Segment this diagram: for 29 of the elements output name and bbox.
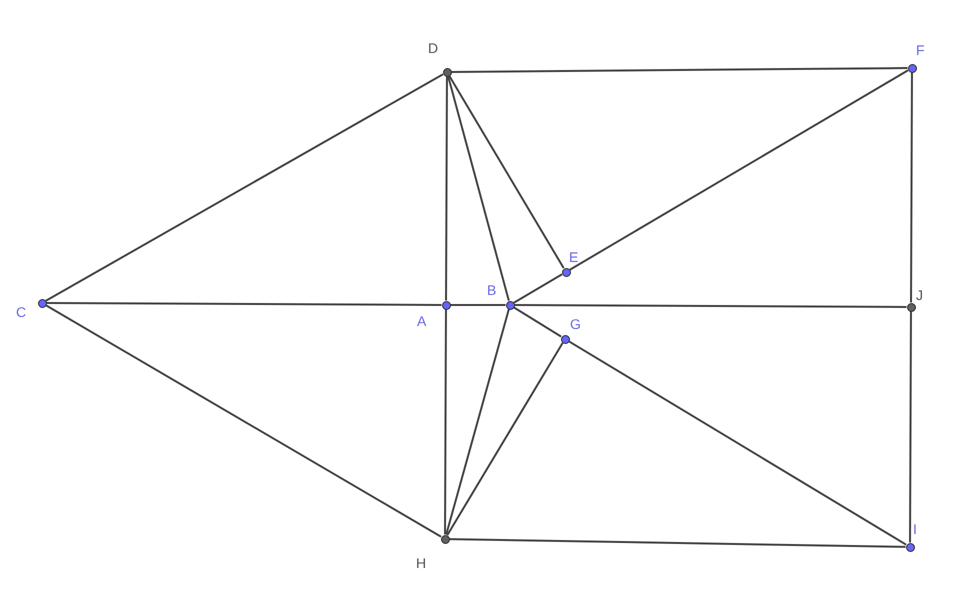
point-label: I [913,521,917,537]
point-label: E [569,249,578,265]
line-segment [445,76,448,300]
line-segment [450,304,506,306]
line-segment [45,304,442,538]
line-segment [452,67,908,73]
line-segment [513,306,562,338]
point-label: J [916,287,923,303]
point-label: F [916,42,925,58]
point-label: G [570,316,581,332]
line-segment [449,538,906,548]
line-segment [445,309,510,535]
line-segment [446,342,564,536]
line-segment [909,312,912,542]
line-segment [444,310,447,534]
line-segment [46,302,442,306]
point-label: B [487,282,496,298]
line-segment [568,340,907,546]
point-label: H [416,555,426,571]
point-label: C [16,304,26,320]
line-segment [514,304,906,308]
line-segment [45,73,444,302]
line-segment [447,76,510,301]
point-label: D [428,40,438,56]
line-segment [513,273,563,304]
line-segment [910,72,913,302]
line-segment [569,69,909,271]
point-label: A [417,313,426,329]
line-segment [448,75,565,269]
